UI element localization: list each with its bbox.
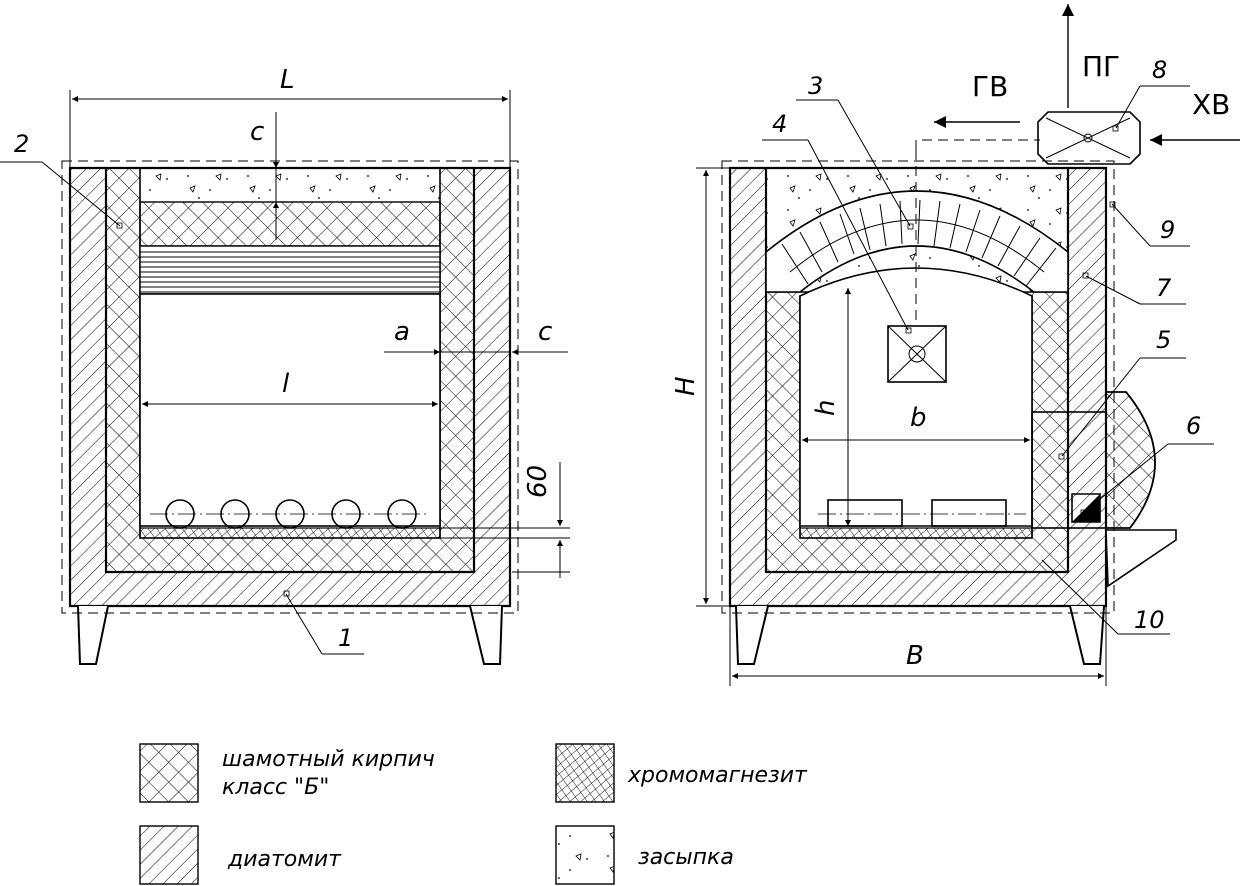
left-leg-right [469,605,503,665]
right-shelf [1105,529,1177,588]
right-door [1105,391,1156,529]
right-workpiece-2 [931,499,1007,527]
left-chamber [139,293,441,527]
left-envelope [61,160,519,614]
callout-10-leader [1041,559,1170,635]
legend-label-backfill: засыпка [638,845,734,870]
callout-9: 9 [1160,216,1175,244]
callout-10: 10 [1134,606,1165,634]
callout-9-leader [1109,201,1190,247]
dim-label-H: H [671,376,701,396]
right-hearth [799,527,1033,539]
right-chamber [799,267,1033,527]
callout-8: 8 [1152,56,1167,84]
flow-label-hv: ХВ [1192,88,1230,121]
dim-label-b: b [910,403,927,433]
callout-8-leader [1112,85,1190,132]
callout-3-leader [796,99,914,230]
right-leg-left [735,605,769,665]
callout-7: 7 [1156,274,1172,302]
right-envelope [721,160,1115,614]
left-rollers [150,499,430,529]
left-roof [139,201,441,247]
dim-label-B: B [906,641,924,671]
callout-4: 4 [772,110,787,138]
callout-6-leader [1080,443,1214,516]
legend-label-fireclay-1: шамотный кирпич [222,747,435,772]
callout-5: 5 [1156,326,1171,354]
dim-label-h: h [811,400,841,416]
legend-swatch-chrome-magnesite [555,743,615,803]
right-view: ГВ ПГ ХВ H h b B 3 4 [671,4,1240,686]
right-exchanger-8 [1037,111,1141,165]
legend-label-chrome-magnesite: хромомагнезит [627,763,808,788]
left-backfill [139,167,441,203]
left-leg-left [77,605,109,665]
callout-1: 1 [338,624,353,652]
flow-label-pg: ПГ [1082,50,1120,83]
flow-label-gv: ГВ [972,70,1008,103]
callout-6: 6 [1186,412,1201,440]
callout-5-leader [1058,357,1186,460]
dim-label-a: a [394,317,410,347]
legend-swatch-diatomite [139,825,199,885]
callout-7-leader [1082,272,1186,305]
dim-label-L: L [280,65,295,95]
legend: шамотный кирпич класс "Б" хромомагнезит … [139,743,808,885]
dim-label-l: l [282,369,290,399]
right-heater-box [887,325,947,383]
callout-3: 3 [808,72,823,100]
callout-2: 2 [14,130,29,158]
callout-4-leader [762,139,912,334]
left-hearth [139,527,441,539]
dim-label-c-top: c [250,117,264,147]
right-leg-right [1069,605,1105,665]
legend-swatch-fireclay [139,743,199,803]
legend-label-diatomite: диатомит [227,847,342,872]
dim-label-60: 60 [523,465,553,498]
legend-label-fireclay-2: класс "Б" [222,775,329,800]
right-workpiece-1 [827,499,903,527]
legend-swatch-backfill [555,825,615,885]
dim-label-c-side: c [538,317,552,347]
left-heater-layer [139,245,441,295]
left-view: L c a c l 60 2 1 [0,65,570,665]
